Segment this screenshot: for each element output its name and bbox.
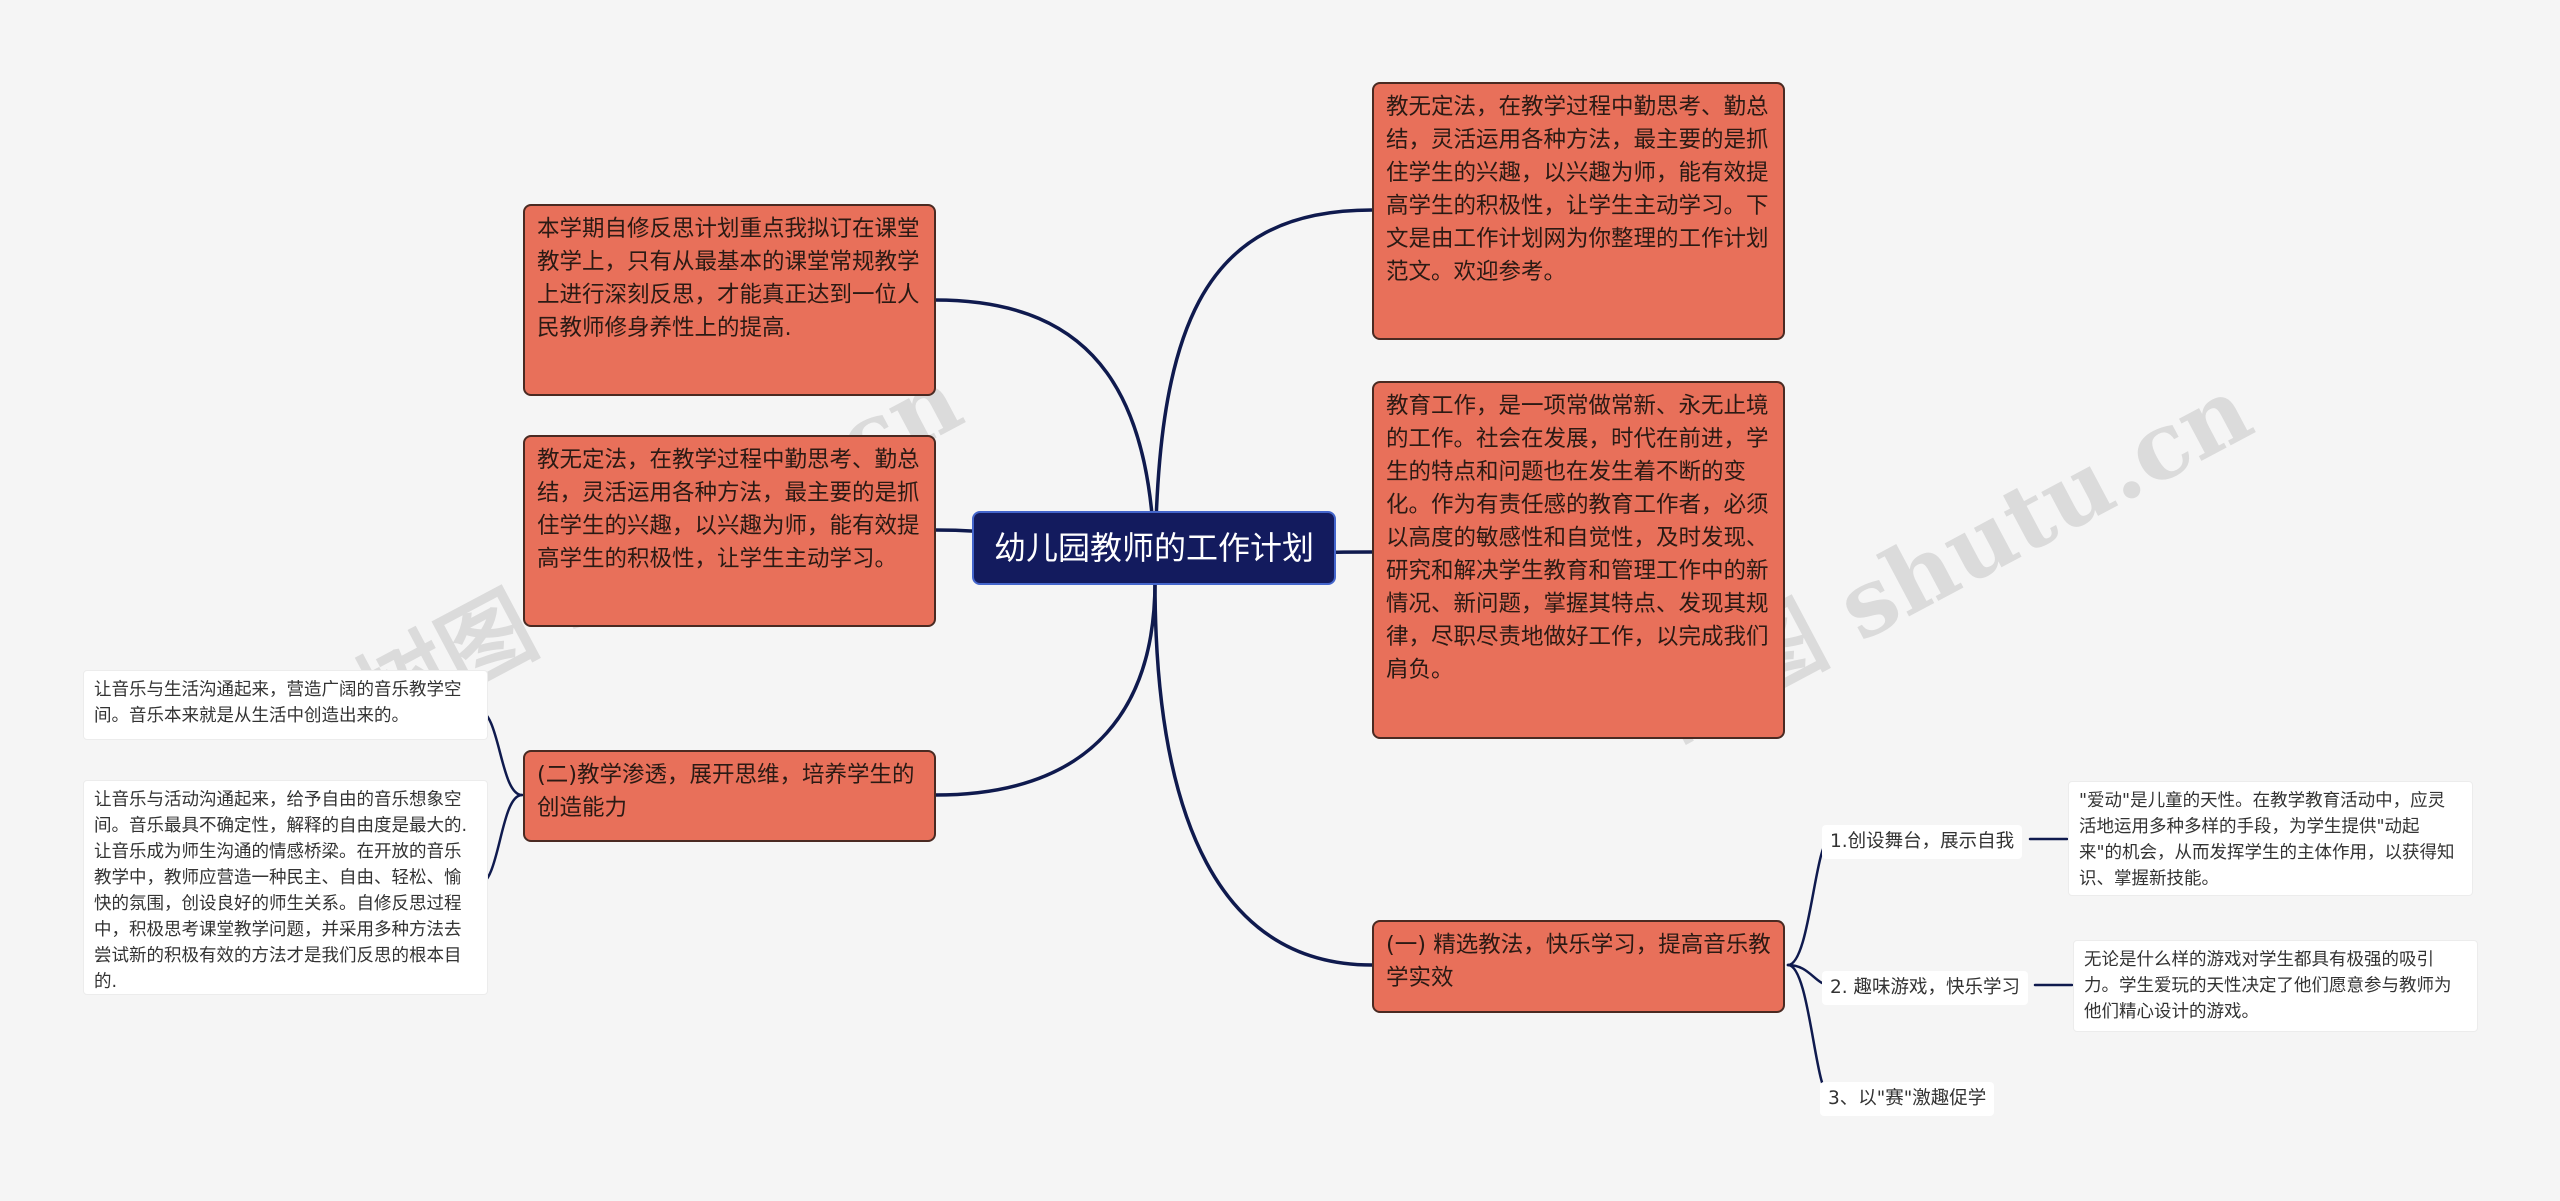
link-root-right-3	[1153, 580, 1374, 967]
root-title: 幼儿园教师的工作计划	[993, 529, 1314, 567]
link-root-left-3	[933, 580, 1157, 797]
left-node-3[interactable]: (二)教学渗透，展开思维，培养学生的创造能力	[523, 750, 936, 842]
sub-label-3[interactable]: 3、以"赛"激趣促学	[1820, 1082, 1995, 1116]
right-node-2[interactable]: 教育工作，是一项常做常新、永无止境的工作。社会在发展，时代在前进，学生的特点和问…	[1372, 381, 1785, 739]
left-leaf-1: 让音乐与生活沟通起来，营造广阔的音乐教学空间。音乐本来就是从生活中创造出来的。	[83, 670, 488, 740]
left-node-2[interactable]: 教无定法，在教学过程中勤思考、勤总结，灵活运用各种方法，最主要的是抓住学生的兴趣…	[523, 435, 936, 627]
right-node-1[interactable]: 教无定法，在教学过程中勤思考、勤总结，灵活运用各种方法，最主要的是抓住学生的兴趣…	[1372, 82, 1785, 340]
right-node-3[interactable]: (一) 精选教法，快乐学习，提高音乐教学实效	[1372, 920, 1785, 1013]
sub-label-1[interactable]: 1.创设舞台，展示自我	[1822, 825, 2023, 859]
sub-detail-2: 无论是什么样的游戏对学生都具有极强的吸引力。学生爱玩的天性决定了他们愿意参与教师…	[2073, 940, 2478, 1032]
sub-detail-1: "爱动"是儿童的天性。在教学教育活动中，应灵活地运用多种多样的手段，为学生提供"…	[2068, 781, 2473, 896]
left-node-1[interactable]: 本学期自修反思计划重点我拟订在课堂教学上，只有从最基本的课堂常规教学上进行深刻反…	[523, 204, 936, 396]
left-leaf-2: 让音乐与活动沟通起来，给予自由的音乐想象空间。音乐最具不确定性，解释的自由度是最…	[83, 780, 488, 995]
sub-label-2[interactable]: 2. 趣味游戏，快乐学习	[1822, 971, 2029, 1005]
root-node[interactable]: 幼儿园教师的工作计划	[972, 511, 1336, 585]
link-root-right-1	[1153, 208, 1374, 584]
